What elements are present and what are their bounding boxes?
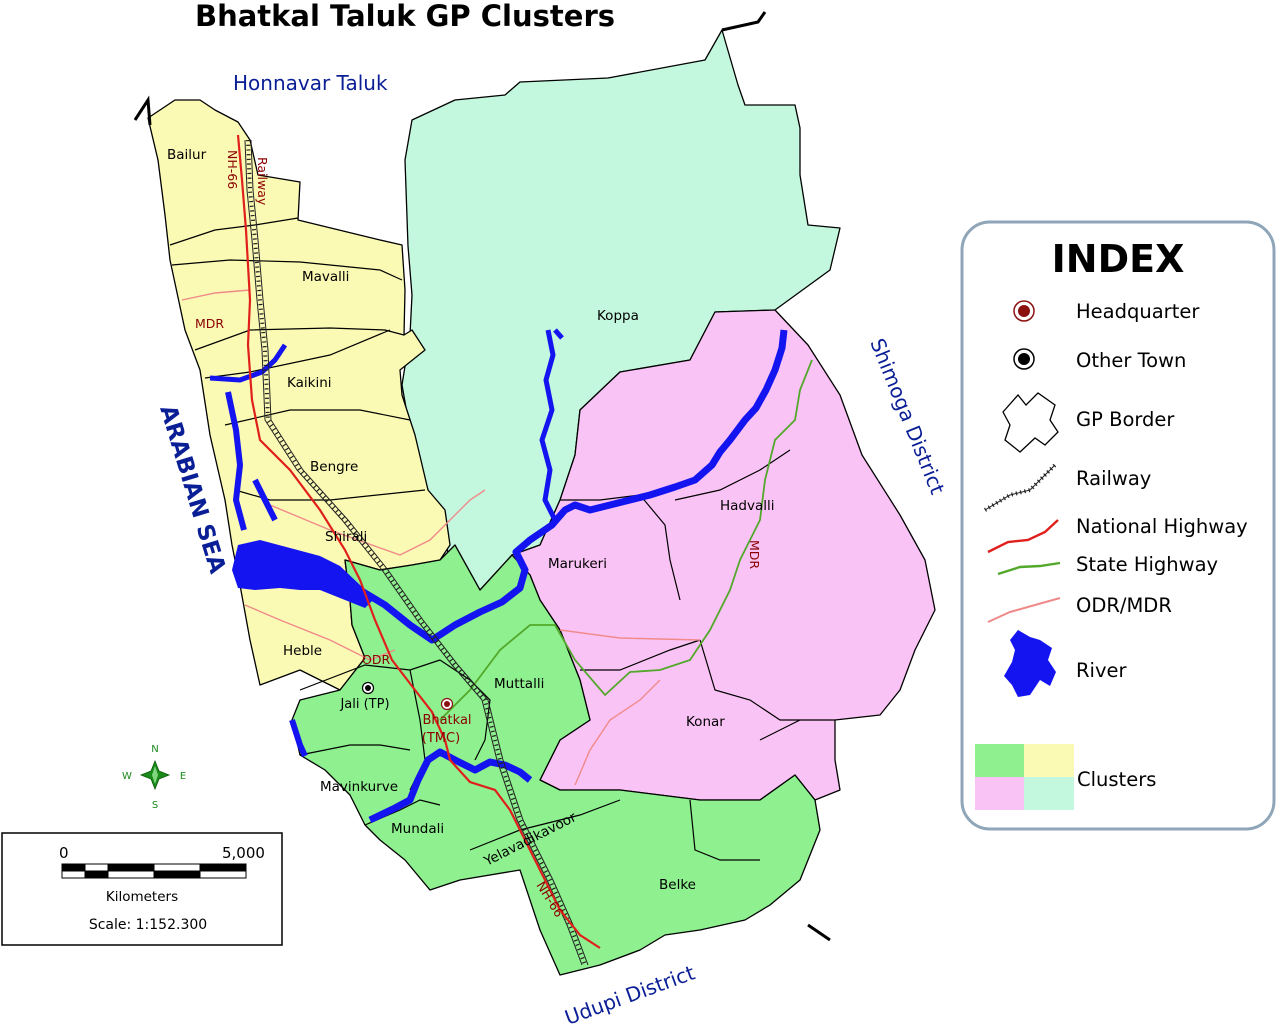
scale-ratio: Scale: 1:152.300	[89, 917, 207, 933]
scale-bar-graphic	[61, 863, 247, 879]
scale-bar: 0 5,000 Kilometers Scale: 1:152.300	[1, 832, 283, 946]
cluster-regions	[147, 29, 936, 976]
town-jali: Jali (TP)	[339, 681, 390, 712]
town-icon	[1013, 348, 1035, 370]
legend-label-headquarter: Headquarter	[1076, 300, 1200, 323]
national-highway	[236, 134, 601, 949]
gp-label-koppa: Koppa	[597, 308, 639, 324]
boundary-label-north: Honnavar Taluk	[233, 71, 388, 95]
boundary-label-south: Udupi District	[562, 960, 699, 1028]
region-coastal-north	[147, 99, 451, 691]
compass-rose: N S E W	[122, 744, 186, 811]
legend-label-gp-border: GP Border	[1076, 408, 1175, 431]
odr-mdr-roads	[181, 289, 701, 786]
gp-label-mavinkurve: Mavinkurve	[320, 779, 398, 795]
compass-west: W	[122, 771, 132, 782]
town-label-bhatkal-sub: (TMC)	[422, 731, 460, 746]
town-bhatkal: Bhatkal (TMC)	[422, 697, 472, 746]
gp-label-kaikini: Kaikini	[287, 375, 332, 391]
scale-unit: Kilometers	[106, 889, 178, 905]
compass-south: S	[152, 800, 158, 811]
railway-icon	[983, 463, 1057, 512]
gp-label-shirali: Shirali	[325, 529, 367, 545]
route-label-mdr-west: MDR	[195, 316, 224, 331]
gp-label-konar: Konar	[686, 714, 725, 730]
legend-title: INDEX	[1052, 237, 1185, 281]
state-highway-icon	[997, 561, 1061, 576]
gp-label-belke: Belke	[659, 877, 696, 893]
legend-label-railway: Railway	[1076, 467, 1151, 490]
national-highway-icon	[987, 519, 1059, 554]
river-icon	[1004, 630, 1056, 697]
headquarter-icon	[1013, 300, 1035, 322]
legend: INDEX Headquarter Other Town GP Border R…	[960, 220, 1276, 831]
odr-mdr-icon	[987, 597, 1061, 623]
gp-borders	[169, 217, 835, 861]
compass-icon	[139, 759, 171, 791]
town-label-jali: Jali (TP)	[339, 697, 389, 712]
gp-label-mundali: Mundali	[391, 821, 444, 837]
gp-label-mavalli: Mavalli	[302, 269, 349, 285]
legend-label-state-highway: State Highway	[1076, 553, 1218, 576]
route-label-odr: ODR	[362, 652, 390, 667]
scale-start: 0	[59, 844, 69, 862]
route-label-railway: Railway	[255, 157, 270, 206]
compass-north: N	[151, 744, 158, 755]
legend-label-clusters: Clusters	[1077, 768, 1156, 791]
boundary-ticks	[133, 11, 831, 942]
railway-line	[244, 139, 589, 966]
gp-label-marukeri: Marukeri	[548, 556, 607, 572]
gp-label-heble: Heble	[283, 643, 322, 659]
legend-label-other-town: Other Town	[1076, 349, 1186, 372]
rivers	[209, 328, 788, 824]
town-label-bhatkal: Bhatkal	[422, 713, 471, 728]
region-south	[291, 544, 821, 976]
legend-label-odr-mdr: ODR/MDR	[1076, 594, 1172, 617]
gp-label-muttalli: Muttalli	[494, 676, 544, 692]
clusters-icon	[975, 744, 1074, 810]
gp-label-bailur: Bailur	[167, 147, 207, 163]
legend-label-river: River	[1076, 659, 1128, 682]
compass-east: E	[180, 771, 186, 782]
scale-end: 5,000	[222, 844, 265, 862]
gp-label-bengre: Bengre	[310, 459, 358, 475]
state-highway	[439, 359, 813, 721]
gp-border-icon	[1002, 392, 1059, 453]
map-title: Bhatkal Taluk GP Clusters	[195, 0, 615, 33]
boundary-label-east: Shimoga District	[865, 335, 949, 498]
legend-label-national-highway: National Highway	[1076, 515, 1248, 538]
route-label-mdr-east: MDR	[747, 540, 762, 569]
route-label-nh-north: NH-66	[225, 150, 240, 189]
gp-label-hadvalli: Hadvalli	[720, 498, 775, 514]
